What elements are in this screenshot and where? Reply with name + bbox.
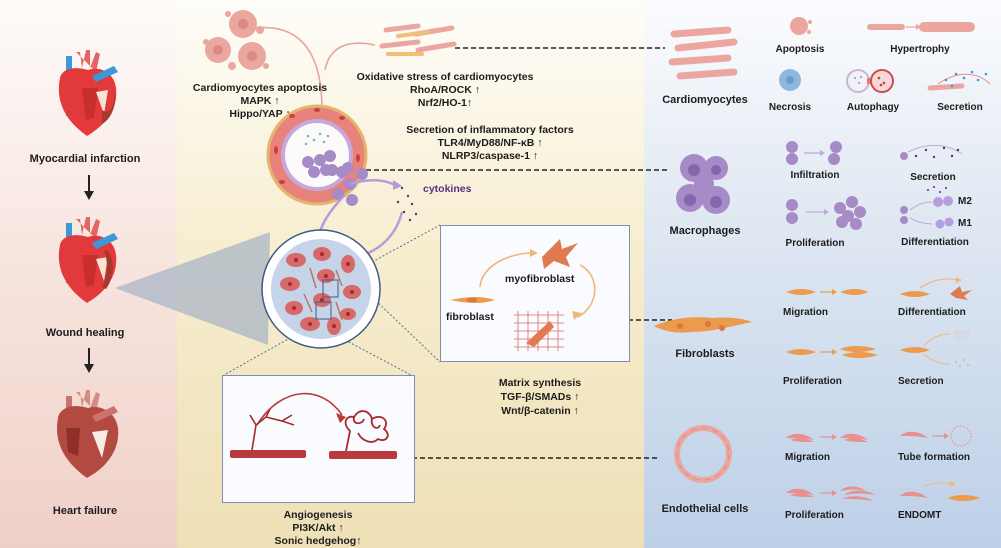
down-arrow-icon xyxy=(84,175,94,200)
pathway-label: TGF-β/SMADs ↑ xyxy=(500,391,580,403)
necrosis-icon xyxy=(779,69,801,91)
heart-wound-healing-icon xyxy=(58,217,118,303)
inflammation-title: Secretion of inflammatory factors xyxy=(406,124,574,136)
fibroblast-differentiation-icon xyxy=(900,277,972,300)
function-label: Necrosis xyxy=(768,102,812,113)
angiogenesis-title: Angiogenesis xyxy=(283,509,353,521)
fibroblast-proliferation-icon xyxy=(786,346,878,358)
macrophage-subtype-label: M1 xyxy=(958,218,972,229)
function-label: Infiltration xyxy=(790,170,840,181)
apoptotic-cardiomyocytes-icon xyxy=(203,10,269,70)
infiltration-icon xyxy=(786,141,842,165)
function-label: Secretion xyxy=(898,376,944,387)
endothelial-proliferation-icon xyxy=(786,486,876,501)
pathway-label: MAPK ↑ xyxy=(240,95,280,107)
pathway-label: TLR4/MyD88/NF-κB ↑ xyxy=(437,137,543,149)
function-label: Proliferation xyxy=(783,376,842,387)
cell-type-label: Endothelial cells xyxy=(661,503,749,515)
cytokines-label: cytokines xyxy=(423,183,472,195)
macrophage-subtype-label: M2 xyxy=(958,196,972,207)
function-label: Differentiation xyxy=(898,307,966,318)
autophagy-icon xyxy=(846,69,894,93)
endothelial-cells-icon xyxy=(674,425,732,483)
stage-label: Heart failure xyxy=(52,505,118,517)
angiogenesis-illustration xyxy=(230,392,397,459)
function-label: Migration xyxy=(783,307,828,318)
fibroblast-migration-icon xyxy=(786,289,868,295)
function-label: Autophagy xyxy=(846,102,900,113)
fibroblast-label: fibroblast xyxy=(446,311,494,323)
macrophage-secretion-icon xyxy=(900,145,963,160)
cardiomyocyte-secretion-icon xyxy=(927,70,991,91)
pathway-label: Wnt/β-catenin ↑ xyxy=(501,405,579,417)
pathway-label: Sonic hedgehog↑ xyxy=(274,535,362,547)
pathway-label: PI3K/Akt ↑ xyxy=(292,522,344,534)
cell-type-label: Cardiomyocytes xyxy=(662,94,748,106)
function-label: Migration xyxy=(785,452,830,463)
stage-label: Wound healing xyxy=(45,327,125,339)
function-label: Tube formation xyxy=(898,452,971,463)
fibroblasts-icon xyxy=(654,317,752,333)
hypertrophy-icon xyxy=(867,22,975,32)
function-label: Secretion xyxy=(910,172,956,183)
pathway-label: Nrf2/HO-1↑ xyxy=(417,97,473,109)
cell-type-label: Macrophages xyxy=(669,225,741,237)
pathway-label: RhoA/ROCK ↑ xyxy=(410,84,480,96)
macrophage-differentiation-icon xyxy=(900,186,954,229)
infarct-tissue-section-icon xyxy=(261,229,381,349)
pathway-label: NLRP3/caspase-1 ↑ xyxy=(441,150,539,162)
fibroblast-secretion-icon xyxy=(900,330,970,367)
function-label: Proliferation xyxy=(785,238,845,249)
cell-types-panel xyxy=(644,0,1001,548)
stage-label: Myocardial infarction xyxy=(29,153,141,165)
myofibroblast-label: myofibroblast xyxy=(505,273,575,285)
apoptosis-icon xyxy=(790,17,812,35)
cell-type-label: Fibroblasts xyxy=(675,348,735,360)
function-label: Secretion xyxy=(937,102,983,113)
function-label: Hypertrophy xyxy=(890,44,950,55)
macrophage-proliferation-icon xyxy=(786,196,866,230)
macrophages-icon xyxy=(676,154,730,214)
endomt-icon xyxy=(900,481,980,501)
heart-infarction-icon xyxy=(58,50,118,136)
function-label: ENDOMT xyxy=(898,510,942,521)
down-arrow-icon xyxy=(84,348,94,373)
heart-failure-icon xyxy=(57,390,119,478)
cardiomyocyte-strip-icon xyxy=(379,23,457,56)
function-label: Proliferation xyxy=(785,510,844,521)
apoptosis-title: Cardiomyocytes apoptosis xyxy=(192,82,328,94)
function-label: Differentiation xyxy=(901,237,969,248)
pathway-label: Hippo/YAP ↑ xyxy=(229,108,291,120)
endothelial-migration-icon xyxy=(786,433,868,442)
tube-formation-icon xyxy=(900,425,972,447)
fibrosis-illustration xyxy=(450,239,596,351)
matrix-title: Matrix synthesis xyxy=(498,377,582,389)
cardiomyocytes-icon xyxy=(668,26,738,80)
function-label: Apoptosis xyxy=(775,44,825,55)
oxidative-title: Oxidative stress of cardiomyocytes xyxy=(356,71,534,83)
